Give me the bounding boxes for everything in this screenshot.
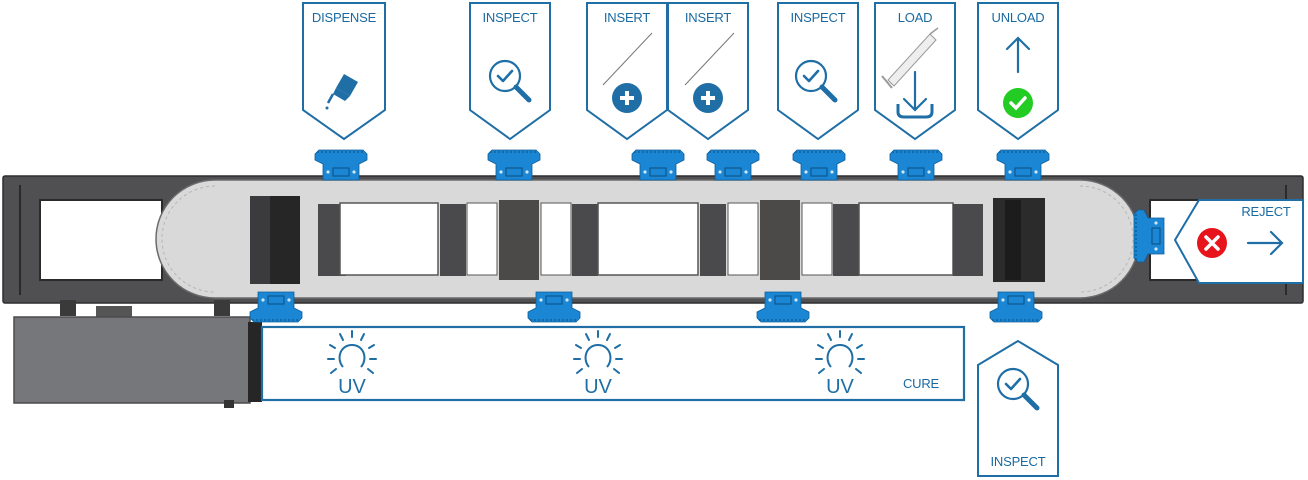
station-label: INSERT: [604, 10, 650, 25]
carrier: [996, 149, 1050, 181]
cure-housing: [13, 300, 262, 408]
conveyor-track: [155, 179, 1140, 299]
station-label: UNLOAD: [992, 10, 1045, 25]
arrow-up-check-icon: [1003, 36, 1033, 118]
carrier: [314, 149, 368, 181]
carrier: [889, 149, 943, 181]
carrier: [249, 291, 303, 323]
carrier-reject-position: [1133, 209, 1165, 263]
uv-lamp-label: UV: [584, 376, 612, 398]
station-inspect-2[interactable]: INSPECT: [777, 2, 859, 141]
track-stations: [250, 196, 1045, 284]
carrier: [487, 149, 541, 181]
uv-lamp-1: UV: [327, 330, 377, 398]
carrier: [756, 291, 810, 323]
station-reject[interactable]: REJECT: [1173, 199, 1304, 284]
station-load[interactable]: LOAD: [874, 2, 956, 141]
station-label: REJECT: [1241, 204, 1291, 219]
station-label: INSPECT: [791, 10, 846, 25]
station-label: INSERT: [685, 10, 731, 25]
station-insert-2[interactable]: INSERT: [667, 2, 749, 141]
station-inspect-1[interactable]: INSPECT: [469, 2, 551, 141]
station-inspect-bottom[interactable]: INSPECT: [977, 339, 1059, 477]
station-label: DISPENSE: [312, 10, 377, 25]
uv-lamp-3: UV: [815, 330, 865, 398]
station-label: LOAD: [898, 10, 933, 25]
red-x-arrow-right-icon: [1197, 228, 1284, 258]
needle-plus-icon: [602, 32, 653, 113]
cure-label: CURE: [903, 376, 940, 391]
station-insert-1[interactable]: INSERT: [586, 2, 668, 141]
station-label: INSPECT: [991, 454, 1046, 469]
carrier: [631, 149, 685, 181]
station-dispense[interactable]: DISPENSE: [302, 2, 386, 141]
frame-window-left: [39, 199, 163, 281]
carrier: [792, 149, 846, 181]
uv-lamp-2: UV: [573, 330, 623, 398]
uv-lamp-label: UV: [338, 376, 366, 398]
uv-lamp-label: UV: [826, 376, 854, 398]
needle-plus-icon: [684, 32, 735, 113]
carrier: [527, 291, 581, 323]
syringe-download-icon: [881, 27, 939, 119]
station-label: INSPECT: [483, 10, 538, 25]
glue-bottle-icon: [325, 74, 358, 110]
cure-zone[interactable]: UV UV UV CURE: [260, 325, 966, 402]
carrier: [706, 149, 760, 181]
carrier: [989, 291, 1043, 323]
station-unload[interactable]: UNLOAD: [977, 2, 1059, 141]
